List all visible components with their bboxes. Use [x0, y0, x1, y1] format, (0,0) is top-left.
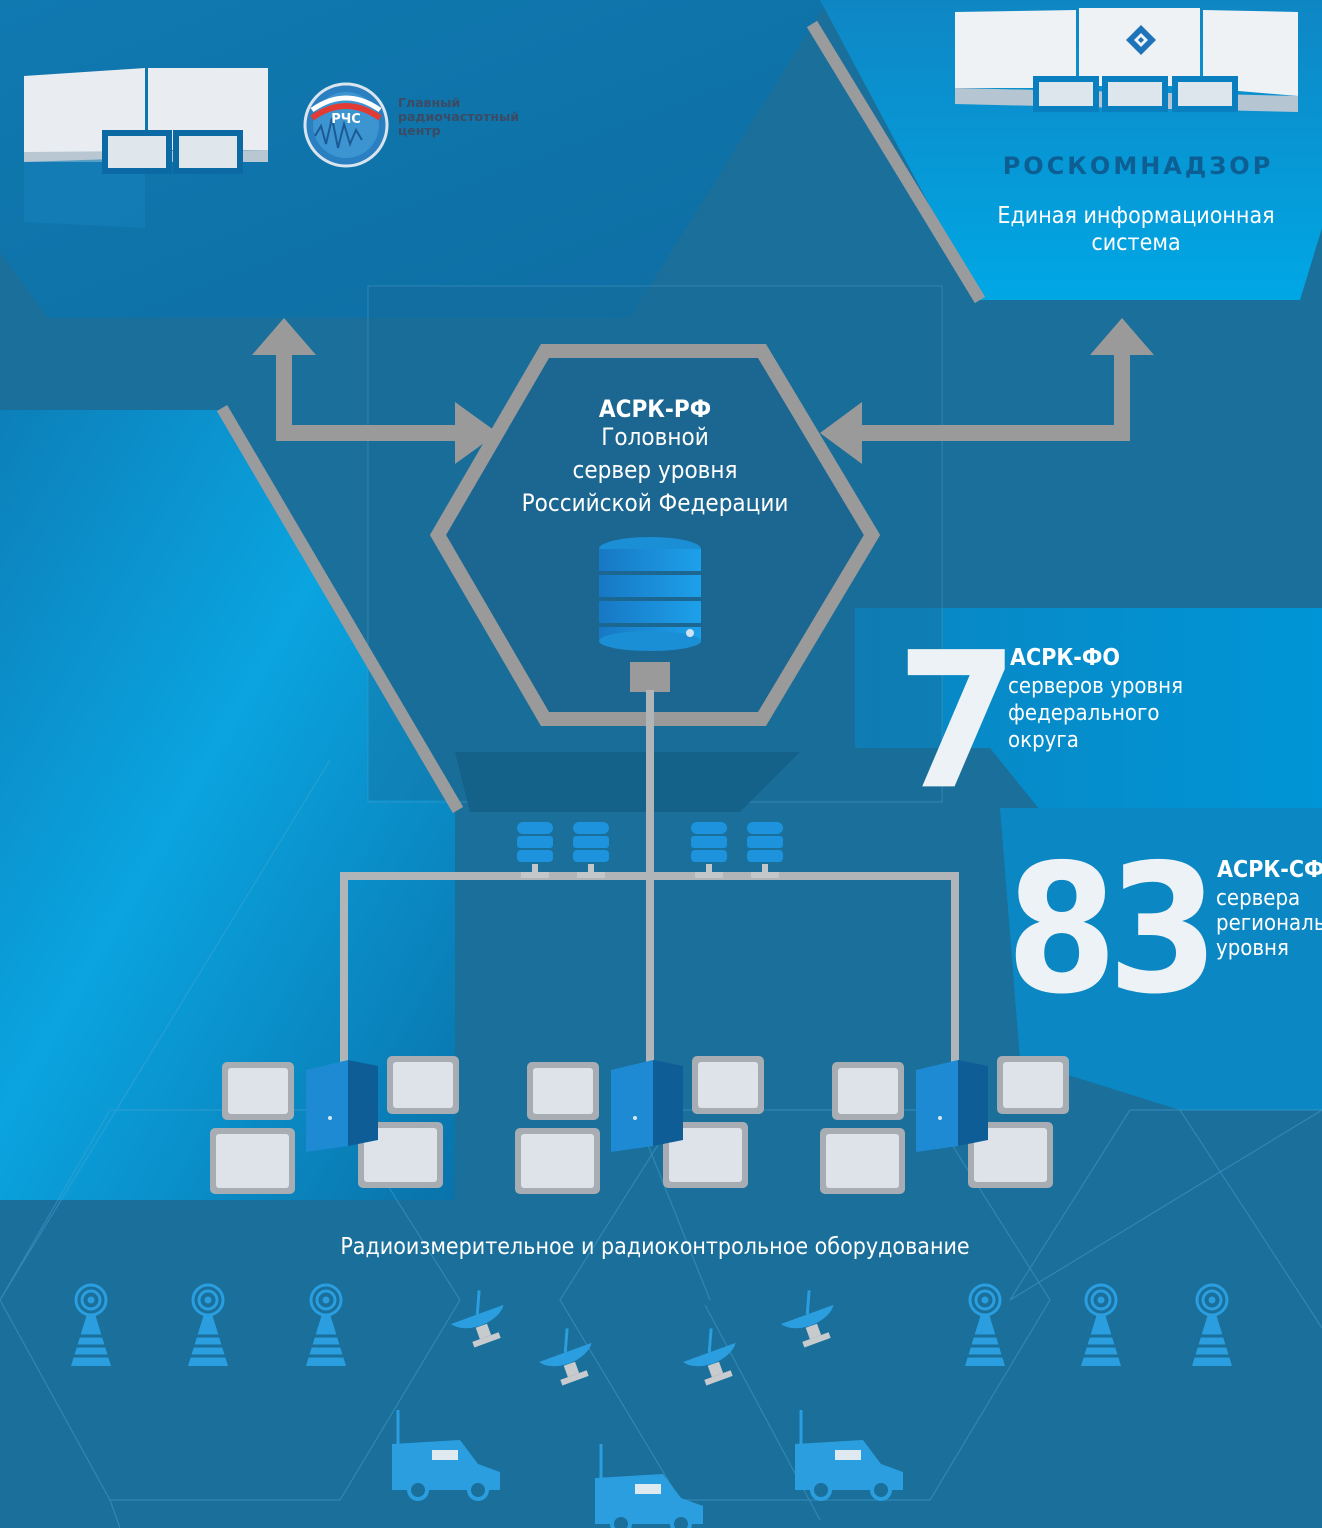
central-server-line: Головной	[601, 423, 709, 451]
rchs-name-line: радиочастотный	[398, 109, 520, 124]
federal-panel	[855, 608, 1322, 810]
federal-line: федерального	[1008, 701, 1160, 726]
workstation-icon	[210, 1056, 459, 1194]
radio-tower-icon	[1081, 1283, 1121, 1366]
small-database-icon	[573, 822, 609, 878]
federal-line: округа	[1008, 728, 1079, 753]
central-server-line: сервер уровня	[572, 456, 738, 484]
divider-right	[806, 20, 986, 304]
regional-title: АСРК-СФ	[1217, 857, 1322, 883]
small-database-icon	[691, 822, 727, 878]
federal-count: 7	[896, 612, 1019, 832]
system-line: Единая информационная	[997, 203, 1275, 229]
regional-line: уровня	[1216, 936, 1289, 961]
workstation-cluster-left	[210, 1056, 459, 1194]
radio-tower-icon	[71, 1283, 111, 1366]
mobile-monitoring-van-icon	[392, 1410, 500, 1501]
rchs-name: Главный радиочастотный центр	[398, 96, 638, 138]
regional-line: сервера	[1216, 886, 1301, 911]
radio-tower-icon	[306, 1283, 346, 1366]
regional-servers	[517, 822, 783, 878]
federal-title: АСРК-ФО	[1010, 645, 1120, 671]
rchs-name-line: Главный	[398, 95, 461, 110]
federal-line: серверов уровня	[1008, 674, 1184, 699]
rchs-logo-text: РЧС	[331, 112, 361, 127]
arrows	[252, 318, 1154, 464]
roskomnadzor-logo-icon	[1126, 25, 1156, 55]
central-server-title: АСРК-РФ	[598, 395, 712, 423]
regional-line: регионального	[1216, 911, 1322, 936]
workstation-icon	[515, 1056, 764, 1194]
database-icon	[599, 537, 701, 692]
satellite-dish-icon	[450, 1290, 504, 1348]
equipment-label: Радиоизмерительное и радиоконтрольное об…	[340, 1234, 970, 1260]
central-hexagon	[429, 344, 881, 726]
roskomnadzor-system: Единая информационная система	[975, 203, 1297, 257]
radio-tower-icon	[965, 1283, 1005, 1366]
divider-left	[216, 404, 464, 814]
network-lines	[340, 690, 959, 1070]
rchs-logo-icon	[303, 82, 389, 168]
regional-count: 83	[1006, 826, 1219, 1033]
small-database-icon	[747, 822, 783, 878]
workstation-icon	[820, 1056, 1069, 1194]
radio-tower-icon	[188, 1283, 228, 1366]
satellite-dish-icon	[682, 1328, 736, 1386]
system-line: система	[1091, 230, 1181, 256]
rchs-name-line: центр	[398, 123, 441, 138]
radio-tower-icon	[1192, 1283, 1232, 1366]
roskomnadzor-name: РОСКОМНАДЗОР	[1002, 152, 1274, 180]
control-room-left-icon	[24, 68, 268, 228]
mobile-monitoring-van-icon	[795, 1410, 903, 1501]
satellite-dish-icon	[780, 1290, 834, 1348]
small-database-icon	[517, 822, 553, 878]
satellite-dish-icon	[538, 1328, 592, 1386]
control-room-right-icon	[955, 8, 1298, 112]
workstation-cluster-center	[515, 1056, 764, 1194]
regional-panel	[1000, 808, 1322, 1110]
mobile-monitoring-van-icon	[595, 1444, 703, 1528]
workstation-cluster-right	[820, 1056, 1069, 1194]
central-server-line: Российской Федерации	[521, 489, 789, 517]
